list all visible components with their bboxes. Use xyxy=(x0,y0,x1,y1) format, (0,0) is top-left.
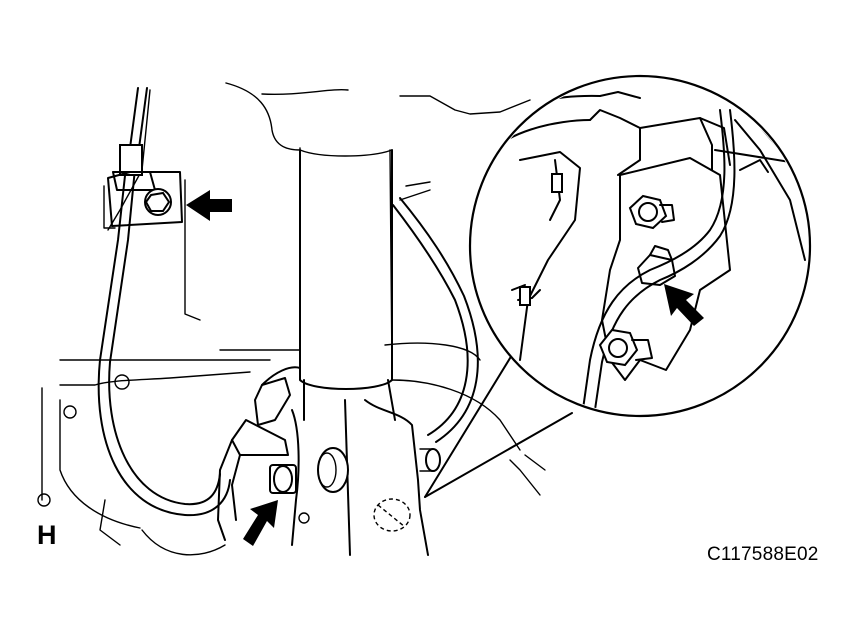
clamp-icon xyxy=(637,245,676,286)
arrow-icon xyxy=(243,500,278,546)
detail-view xyxy=(468,74,812,418)
callout-leader xyxy=(424,349,573,498)
bolt-icon xyxy=(628,194,675,230)
steering-knuckle xyxy=(291,399,441,556)
view-label: H xyxy=(37,520,57,550)
brake-tube-right xyxy=(392,197,479,443)
upper-bracket xyxy=(103,171,183,229)
lower-hose-bracket xyxy=(217,366,301,541)
bolt-icon xyxy=(598,328,653,367)
arrow-icon xyxy=(664,284,704,326)
brake-hose xyxy=(97,87,231,517)
arrow-icon xyxy=(186,190,232,221)
strut-tube xyxy=(299,149,396,421)
figure-code: C117588E02 xyxy=(707,544,819,565)
body-holes xyxy=(37,374,310,524)
